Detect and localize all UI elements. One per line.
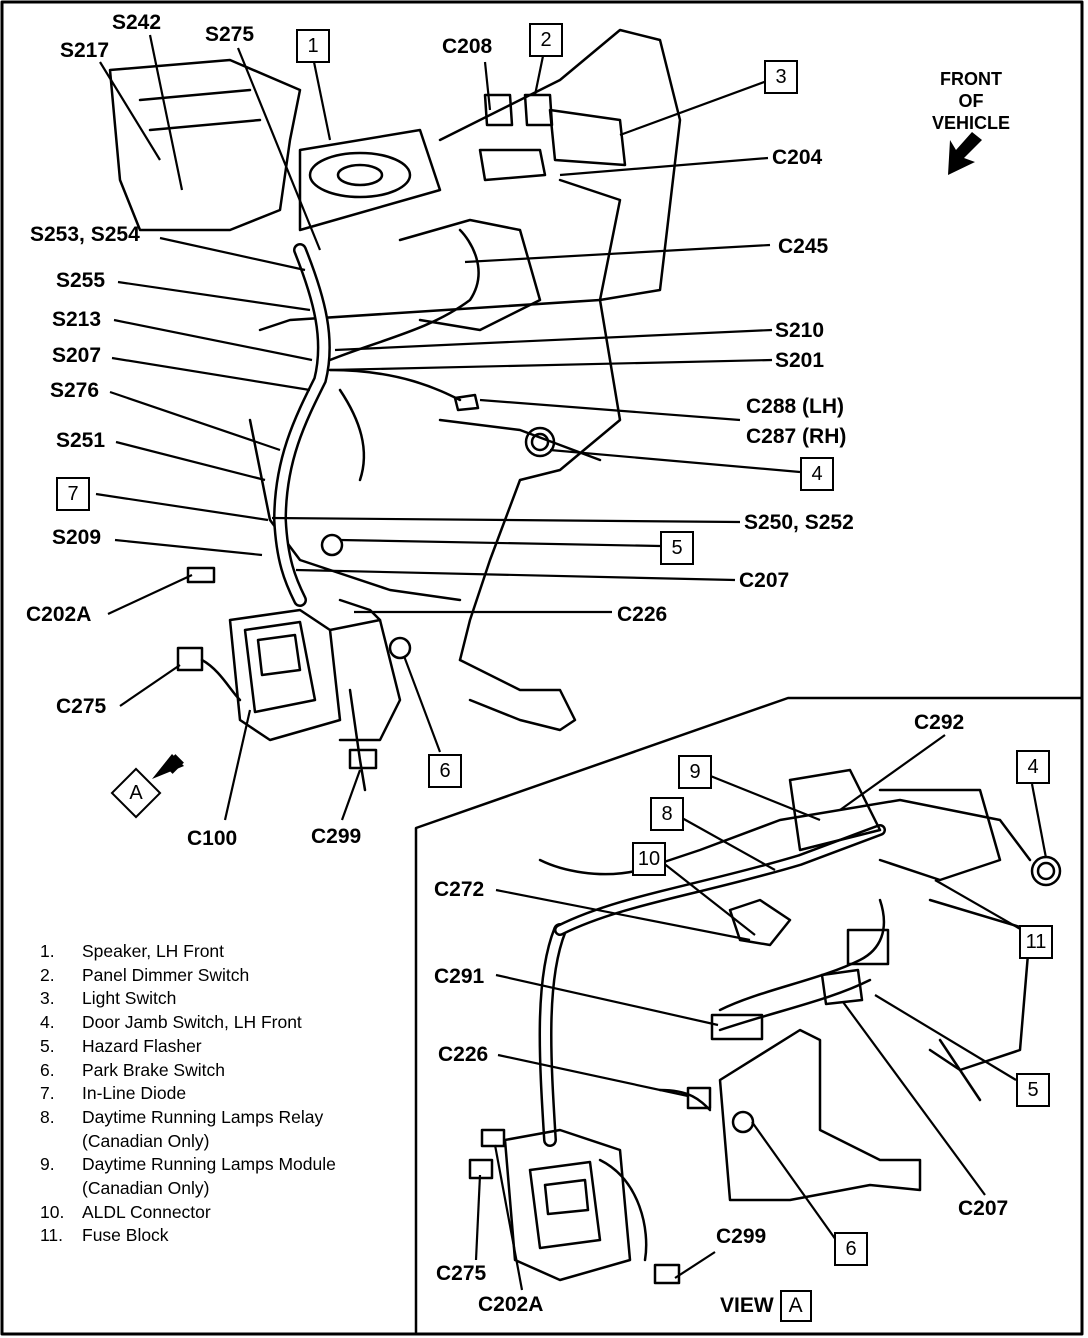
legend-text: Park Brake Switch <box>82 1059 225 1080</box>
legend-text: (Canadian Only) <box>82 1178 210 1199</box>
legend-item: 5. Hazard Flasher <box>40 1035 336 1059</box>
callout-c100: C100 <box>187 827 238 850</box>
legend-text: Door Jamb Switch, LH Front <box>82 1012 302 1033</box>
legend-num: 10. <box>40 1201 65 1222</box>
box-7: 7 <box>56 477 90 511</box>
view-label-letter: A <box>779 1290 812 1322</box>
legend-text: ALDL Connector <box>82 1201 211 1222</box>
box-5: 5 <box>660 531 694 565</box>
legend-text: Daytime Running Lamps Relay <box>82 1106 324 1127</box>
callout-c245: C245 <box>778 235 829 258</box>
legend-text: Speaker, LH Front <box>82 941 225 961</box>
callout-c204: C204 <box>772 146 823 169</box>
view-a-box-9: 9 <box>678 755 712 789</box>
legend-item: 1. Speaker, LH Front <box>40 940 336 964</box>
legend-num <box>40 1130 82 1154</box>
callout-c207: C207 <box>739 569 790 592</box>
callout-c226: C226 <box>617 603 668 626</box>
legend-text: Fuse Block <box>82 1225 169 1246</box>
view-a-callout-c202a: C202A <box>478 1293 544 1316</box>
legend-item: 8. Daytime Running Lamps Relay <box>40 1106 336 1130</box>
legend-text: Daytime Running Lamps Module <box>82 1154 336 1175</box>
box-4: 4 <box>800 457 834 491</box>
box-6: 6 <box>428 754 462 788</box>
callout-s217: S217 <box>60 39 110 62</box>
callout-s275: S275 <box>205 23 255 46</box>
view-a-callout-c207: C207 <box>958 1197 1009 1220</box>
legend-num: 1. <box>40 941 55 961</box>
legend-item: 10. ALDL Connector <box>40 1201 336 1225</box>
callout-c287-rh: C287 (RH) <box>746 425 847 448</box>
legend-num: 3. <box>40 988 55 1009</box>
callout-s207: S207 <box>52 344 102 367</box>
callout-s250-s252: S250, S252 <box>744 511 854 534</box>
callout-c288-lh: C288 (LH) <box>746 395 845 418</box>
front-line-2: OF <box>958 91 984 111</box>
view-a-box-10: 10 <box>632 842 666 876</box>
legend-num: 5. <box>40 1035 55 1056</box>
callout-s276: S276 <box>50 379 100 402</box>
view-a-callout-c291: C291 <box>434 965 485 988</box>
callout-s255: S255 <box>56 269 106 292</box>
legend-item: (Canadian Only) <box>40 1177 336 1201</box>
legend-num: 2. <box>40 964 55 985</box>
callout-s253-s254: S253, S254 <box>30 223 140 246</box>
view-a-marker-letter: A <box>129 782 143 804</box>
legend-num: 8. <box>40 1106 55 1127</box>
legend-num: 9. <box>40 1154 55 1175</box>
legend-num: 11. <box>40 1225 64 1246</box>
box-1: 1 <box>296 29 330 63</box>
view-a-box-11: 11 <box>1019 925 1053 959</box>
legend-num: 7. <box>40 1083 55 1104</box>
view-a-callout-c272: C272 <box>434 878 485 901</box>
legend-item: 3. Light Switch <box>40 987 336 1011</box>
callout-s210: S210 <box>775 319 825 342</box>
callout-s213: S213 <box>52 308 102 331</box>
legend-item: 6. Park Brake Switch <box>40 1059 336 1083</box>
view-a-box-8: 8 <box>650 797 684 831</box>
legend-text: Light Switch <box>82 988 177 1009</box>
front-of-vehicle-label: FRONT OF VEHICLE <box>916 68 1026 134</box>
callout-c202a: C202A <box>26 603 92 626</box>
view-a-callout-c299: C299 <box>716 1225 767 1248</box>
box-3: 3 <box>764 60 798 94</box>
callout-c208: C208 <box>442 35 493 58</box>
legend-item: 9. Daytime Running Lamps Module <box>40 1153 336 1177</box>
legend-text: Hazard Flasher <box>82 1035 202 1056</box>
callout-s209: S209 <box>52 526 102 549</box>
legend-text: (Canadian Only) <box>82 1130 210 1151</box>
view-label-text: VIEW <box>720 1294 774 1317</box>
front-line-1: FRONT <box>940 69 1002 89</box>
component-legend: 1. Speaker, LH Front 2. Panel Dimmer Switc… <box>40 940 336 1248</box>
front-line-3: VEHICLE <box>931 113 1010 133</box>
view-a-box-6: 6 <box>834 1232 868 1266</box>
legend-item: 4. Door Jamb Switch, LH Front <box>40 1011 336 1035</box>
callout-s242: S242 <box>112 11 162 34</box>
legend-num: 6. <box>40 1059 55 1080</box>
view-a-callout-c226: C226 <box>438 1043 489 1066</box>
view-a-box-4: 4 <box>1016 750 1050 784</box>
legend-item: 11. Fuse Block <box>40 1224 336 1248</box>
legend-item: 7. In-Line Diode <box>40 1082 336 1106</box>
callout-s251: S251 <box>56 429 106 452</box>
view-a-callout-c275: C275 <box>436 1262 487 1285</box>
legend-item: (Canadian Only) <box>40 1130 336 1154</box>
box-2: 2 <box>529 23 563 57</box>
legend-num <box>40 1177 82 1201</box>
legend-num: 4. <box>40 1012 55 1033</box>
callout-c299: C299 <box>311 825 362 848</box>
legend-text: Panel Dimmer Switch <box>82 964 250 985</box>
callout-s201: S201 <box>775 349 825 372</box>
callout-c275: C275 <box>56 695 107 718</box>
view-a-box-5: 5 <box>1016 1073 1050 1107</box>
view-a-callout-c292: C292 <box>914 711 965 734</box>
legend-text: In-Line Diode <box>82 1083 187 1104</box>
legend-item: 2. Panel Dimmer Switch <box>40 964 336 988</box>
